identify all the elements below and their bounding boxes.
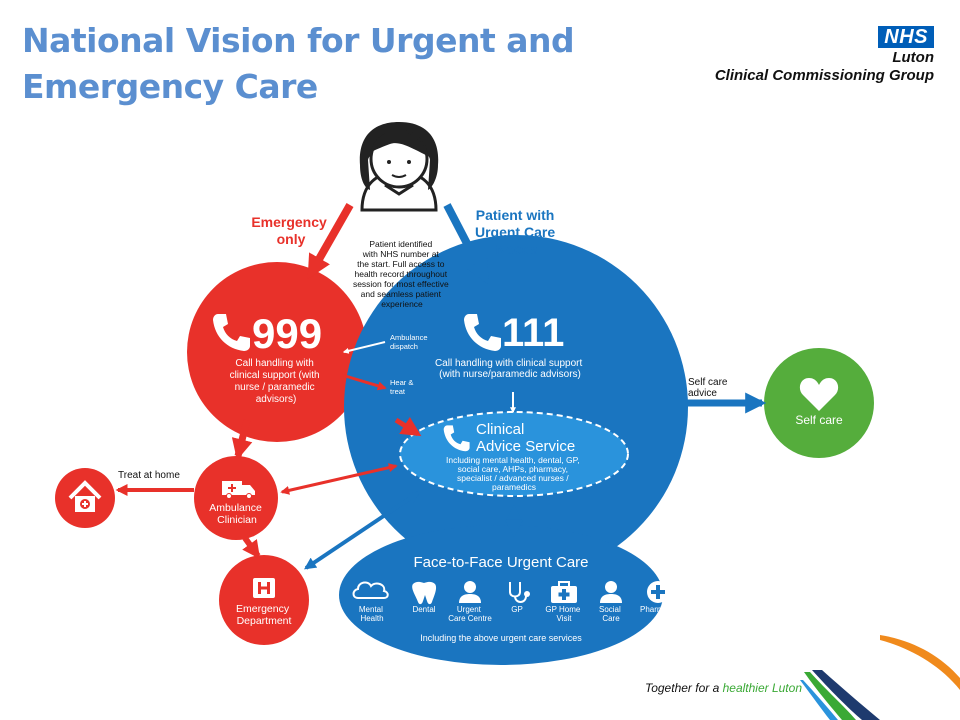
desc-111: Call handling with clinical support (wit… [435, 358, 585, 380]
ambulance-to-ed-arrow [242, 536, 261, 559]
cloud-icon [352, 581, 389, 599]
org-branding: NHS Luton Clinical Commissioning Group [715, 26, 934, 85]
decorative-swoosh-green [804, 672, 856, 720]
ambulance-clinical-link [280, 463, 398, 495]
service-label-pharmacy: Pharmacy [640, 605, 676, 614]
ed-111-link [304, 491, 420, 570]
service-label-gp-home-visit: GP Home Visit [545, 605, 582, 623]
service-label-urgent-care-centre: Urgent Care Centre [448, 605, 492, 623]
patient-note: Patient identified with NHS number at th… [353, 239, 451, 309]
emergency-department-label: Emergency Department [236, 603, 292, 627]
person-icon [459, 581, 481, 603]
red-pointer-arrow [394, 416, 422, 437]
ambulance-icon [222, 481, 255, 499]
ambulance-dispatch-label: Ambulance dispatch [390, 333, 430, 351]
service-label-dental: Dental [412, 605, 435, 614]
face-to-face-title: Face-to-Face Urgent Care [413, 554, 588, 571]
heart-icon [799, 378, 839, 411]
nhs-logo: NHS [878, 26, 934, 48]
footer-slogan-highlight: healthier Luton [722, 681, 802, 695]
hear-treat-label: Hear & treat [390, 378, 415, 396]
phone-icon [464, 314, 501, 351]
999-to-ambulance-arrow [231, 419, 253, 461]
phone-icon [213, 314, 250, 351]
decorative-swoosh-blue [800, 680, 838, 720]
clinical-advice-ellipse [399, 411, 629, 497]
person-icon [600, 581, 622, 603]
cross-icon [647, 581, 669, 603]
stethoscope-icon [509, 582, 530, 603]
face-to-face-ellipse [339, 525, 663, 665]
ambulance-clinician-circle [194, 456, 278, 540]
clinical-advice-desc: Including mental health, dental, GP, soc… [446, 455, 582, 492]
ambulance-dispatch-arrow [342, 341, 386, 354]
hospital-icon [253, 578, 275, 598]
circle-999 [187, 262, 367, 442]
footer-slogan-prefix: Together for a [644, 681, 723, 695]
emergency-arrow [306, 203, 354, 280]
person-icon [359, 122, 439, 212]
title-line-1: National Vision for Urgent and [22, 21, 575, 60]
circle-111 [344, 235, 688, 579]
treat-at-home-label: Treat at home [118, 470, 180, 481]
org-name: Luton [892, 49, 934, 66]
footer-slogan: Together for a healthier Luton [645, 681, 802, 695]
service-label-mental-health: Mental Health [359, 605, 385, 623]
urgent-arrow [443, 203, 490, 285]
decorative-swoosh-orange [880, 635, 960, 690]
desc-999: Call handling with clinical support (wit… [230, 358, 323, 405]
title-line-2: Emergency Care [22, 67, 318, 106]
self-care-label: Self care [795, 413, 843, 427]
decorative-swoosh-navy [812, 670, 880, 720]
slide-title: National Vision for Urgent and Emergency… [22, 18, 575, 110]
hear-treat-arrow [341, 373, 387, 391]
house-icon [68, 480, 102, 512]
tooth-icon [412, 581, 437, 605]
service-label-social-care: Social Care [599, 605, 623, 623]
self-care-advice-label: Self care advice [688, 377, 730, 399]
ambulance-clinician-label: Ambulance Clinician [209, 502, 264, 526]
clinical-advice-title: Clinical Advice Service [476, 421, 575, 455]
service-label-gp: GP [511, 605, 523, 614]
number-111: 111 [502, 311, 564, 355]
number-999: 999 [252, 310, 322, 357]
urgent-label: Patient with Urgent Care Needs [475, 207, 559, 257]
medical-bag-icon [551, 581, 577, 603]
org-unit: Clinical Commissioning Group [714, 67, 934, 84]
emergency-label: Emergency only [251, 214, 330, 247]
emergency-department-circle [219, 555, 309, 645]
phone-icon [443, 425, 470, 452]
face-to-face-footer: Including the above urgent care services [420, 633, 582, 643]
